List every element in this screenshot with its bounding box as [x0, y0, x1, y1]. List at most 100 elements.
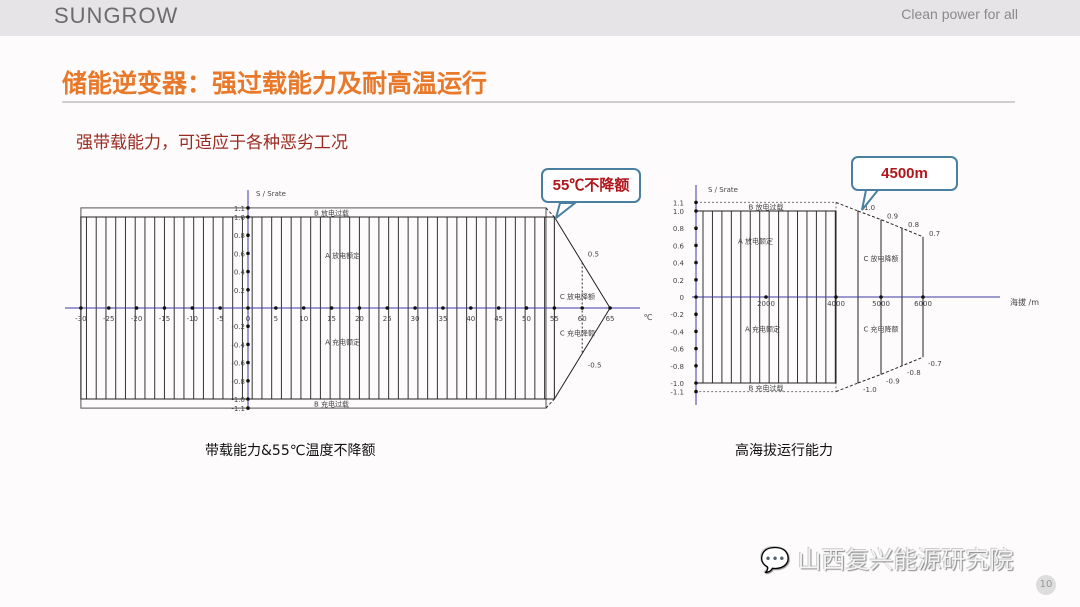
point-label: -0.5	[588, 362, 602, 370]
y-tick	[246, 406, 250, 410]
point-label: 0.8	[908, 221, 919, 229]
x-tick	[764, 295, 768, 299]
x-tick-label: -25	[103, 315, 114, 323]
point-label: 0.9	[887, 213, 898, 221]
y-tick-label: 0.2	[673, 277, 684, 285]
y-tick	[694, 389, 698, 394]
region-label: C 充电降额	[863, 324, 898, 333]
x-tick	[496, 306, 501, 310]
x-tick-label: 30	[411, 315, 420, 323]
region-label: B 充电过载	[748, 383, 783, 392]
x-tick-label: 65	[606, 315, 615, 323]
y-tick-label: -0.2	[231, 323, 245, 331]
x-tick-label: 40	[466, 315, 475, 323]
y-tick-label: 0.2	[234, 287, 245, 295]
y-tick	[694, 295, 698, 299]
y-tick	[694, 312, 698, 317]
x-tick	[834, 295, 838, 299]
y-tick	[246, 206, 250, 210]
y-tick-label: 1.0	[673, 208, 684, 216]
x-tick	[301, 306, 306, 310]
caption-altitude: 高海拔运行能力	[735, 443, 833, 459]
x-tick-label: 10	[299, 315, 308, 323]
y-tick-label: -1.1	[231, 405, 245, 413]
x-tick	[190, 306, 195, 310]
y-tick	[246, 324, 250, 329]
point-label: -0.9	[886, 377, 900, 385]
y-tick-label: -0.8	[231, 378, 245, 386]
x-tick	[218, 306, 222, 310]
title-divider	[62, 101, 1015, 103]
tagline: Clean power for all	[901, 6, 1018, 22]
x-tick-label: 20	[355, 315, 364, 323]
overload-rect	[695, 201, 837, 393]
region-label: C 放电降额	[863, 254, 898, 263]
x-tick-label: 0	[246, 315, 250, 323]
y-tick	[694, 200, 698, 205]
x-axis-label: ℃	[644, 313, 653, 322]
x-tick-label: 5	[274, 315, 278, 323]
x-tick	[879, 295, 883, 299]
point-label: 0.7	[929, 230, 940, 238]
x-tick	[246, 306, 250, 310]
y-tick-label: 0	[680, 294, 684, 302]
y-tick	[246, 360, 250, 365]
dashed-edge	[835, 382, 859, 393]
x-tick	[385, 306, 390, 310]
y-tick-label: -0.4	[231, 341, 245, 349]
callout-55c: 55℃不降额	[541, 168, 641, 203]
y-tick-label: -0.2	[670, 311, 684, 319]
point-label: -0.7	[928, 360, 942, 368]
x-tick	[329, 306, 334, 310]
x-tick-label: -15	[159, 315, 170, 323]
x-tick-label: 6000	[914, 300, 932, 308]
dashed-edge	[545, 207, 555, 218]
x-tick	[580, 306, 584, 310]
y-tick	[246, 215, 250, 219]
y-tick-label: 0.8	[234, 232, 245, 240]
x-tick-label: -10	[187, 315, 198, 323]
y-tick-label: 0.6	[673, 242, 685, 250]
wechat-icon: 💬	[760, 546, 790, 574]
x-tick-label: -30	[75, 315, 86, 323]
x-tick	[441, 306, 445, 310]
y-tick-label: 1.1	[673, 199, 684, 207]
x-tick-label: 60	[578, 315, 587, 323]
x-tick-label: 55	[550, 315, 559, 323]
y-tick	[694, 260, 698, 265]
x-tick-label: 2000	[757, 300, 775, 308]
y-tick	[694, 243, 698, 248]
x-tick-label: -5	[217, 315, 224, 323]
region-label: B 充电过载	[314, 400, 349, 409]
point-label: 1.0	[864, 204, 875, 212]
y-tick	[246, 269, 250, 274]
region-label: A 放电额定	[325, 251, 360, 260]
region-label: C 充电降额	[560, 328, 595, 337]
slide-title: 储能逆变器：强过载能力及耐高温运行	[62, 69, 488, 98]
slide-subtitle: 强带载能力，可适应于各种恶劣工况	[76, 133, 348, 153]
x-tick	[921, 295, 925, 299]
page-number: 10	[1036, 575, 1056, 595]
sungrow-logo: SUNGROW	[54, 3, 179, 28]
y-tick	[246, 342, 250, 347]
y-tick	[694, 278, 698, 282]
y-axis-label: S / Srate	[256, 190, 286, 198]
x-tick	[274, 306, 278, 310]
x-tick	[357, 306, 362, 310]
caption-temperature: 带载能力&55℃温度不降额	[205, 443, 376, 459]
derating-curve-top	[857, 210, 924, 238]
y-tick-label: -1.1	[670, 389, 684, 397]
region-label: A 放电额定	[738, 237, 773, 246]
x-tick-label: 50	[522, 315, 531, 323]
x-tick	[524, 306, 529, 310]
y-tick-label: 1.1	[234, 205, 245, 213]
callout-pointer	[554, 202, 578, 221]
y-tick-label: 0.4	[673, 260, 685, 268]
x-axis-label: 海拔 /m	[1010, 297, 1039, 307]
x-tick	[106, 306, 111, 310]
region-label: C 放电降额	[560, 292, 595, 301]
x-tick-label: 45	[494, 315, 503, 323]
y-tick-label: 0.6	[234, 250, 246, 258]
y-tick	[694, 209, 698, 213]
region-label: A 充电额定	[325, 337, 360, 346]
